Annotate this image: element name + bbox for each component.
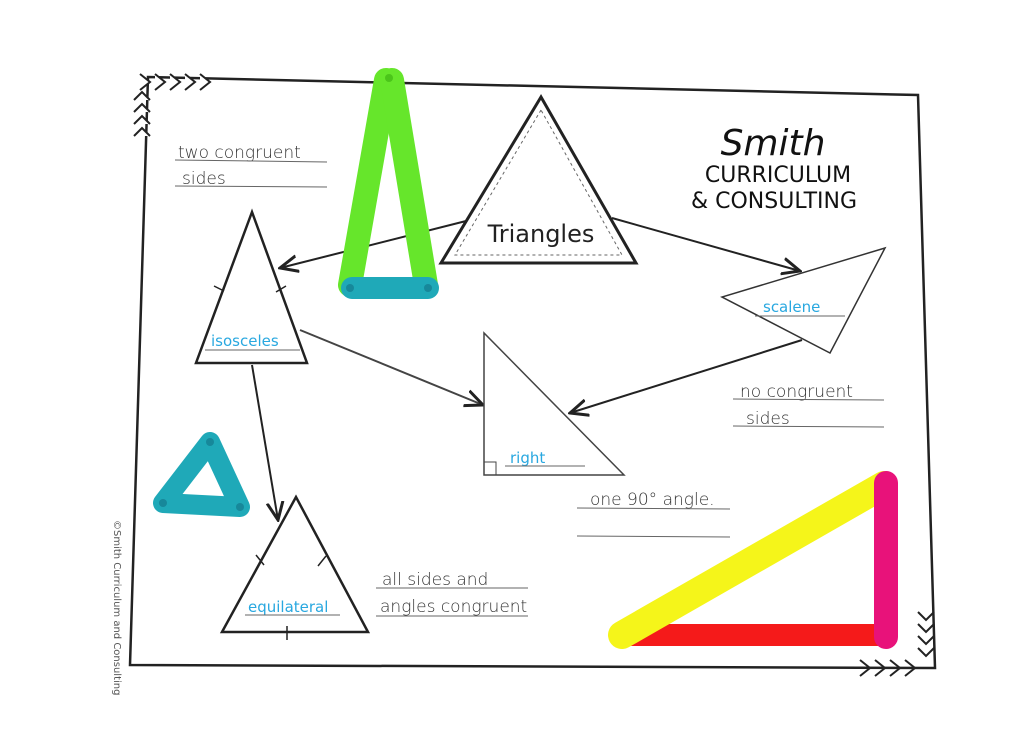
logo-line-1: Smith <box>721 123 826 164</box>
equilateral-description-2: angles congruent <box>380 597 527 617</box>
answer-line <box>174 185 328 188</box>
main-title: Triangles <box>487 220 595 248</box>
isosceles-triangle <box>194 208 309 365</box>
main-triangle-dashed <box>454 108 623 256</box>
scalene-description-1: no congruent <box>740 382 853 402</box>
isosceles-description-1: two congruent <box>178 143 301 163</box>
right-stick-triangle <box>608 471 898 649</box>
logo: Smith CURRICULUM & CONSULTING <box>691 123 857 214</box>
arrow-isosceles-to-equilateral <box>251 364 278 520</box>
answer-line <box>732 398 885 401</box>
equilateral-label: equilateral <box>248 598 328 616</box>
main-triangle <box>438 94 639 265</box>
arrow-to-scalene <box>611 217 800 271</box>
arrow-isosceles-to-right <box>299 329 483 405</box>
right-description-1: one 90° angle. <box>590 490 715 510</box>
arrow-to-isosceles <box>280 219 471 268</box>
page-border <box>128 75 937 670</box>
scalene-label: scalene <box>763 298 820 316</box>
answer-line <box>576 535 731 538</box>
right-triangle <box>483 331 626 476</box>
chevron-decoration-top-left <box>133 73 212 137</box>
right-angle-mark <box>483 461 497 476</box>
answer-line <box>732 425 885 428</box>
teal-stick-triangle <box>153 432 250 517</box>
green-stick-triangle <box>338 68 439 299</box>
answer-line <box>576 507 731 510</box>
congruence-ticks <box>255 554 327 640</box>
equilateral-triangle <box>219 494 371 634</box>
right-label: right <box>510 449 545 467</box>
equilateral-description-1: all sides and <box>382 570 488 590</box>
logo-line-3: & CONSULTING <box>691 189 857 214</box>
answer-line <box>174 159 328 163</box>
congruence-ticks <box>213 285 287 293</box>
isosceles-description-2: sides <box>182 169 226 189</box>
copyright-text: ©Smith Curriculum and Consulting <box>111 520 122 695</box>
chevron-decoration-bottom-right <box>859 611 935 677</box>
arrow-scalene-to-right <box>570 339 803 413</box>
scalene-triangle <box>720 246 887 355</box>
scalene-description-2: sides <box>746 409 790 429</box>
isosceles-label: isosceles <box>211 332 279 350</box>
arrows <box>251 217 803 520</box>
logo-line-2: CURRICULUM <box>705 163 851 188</box>
